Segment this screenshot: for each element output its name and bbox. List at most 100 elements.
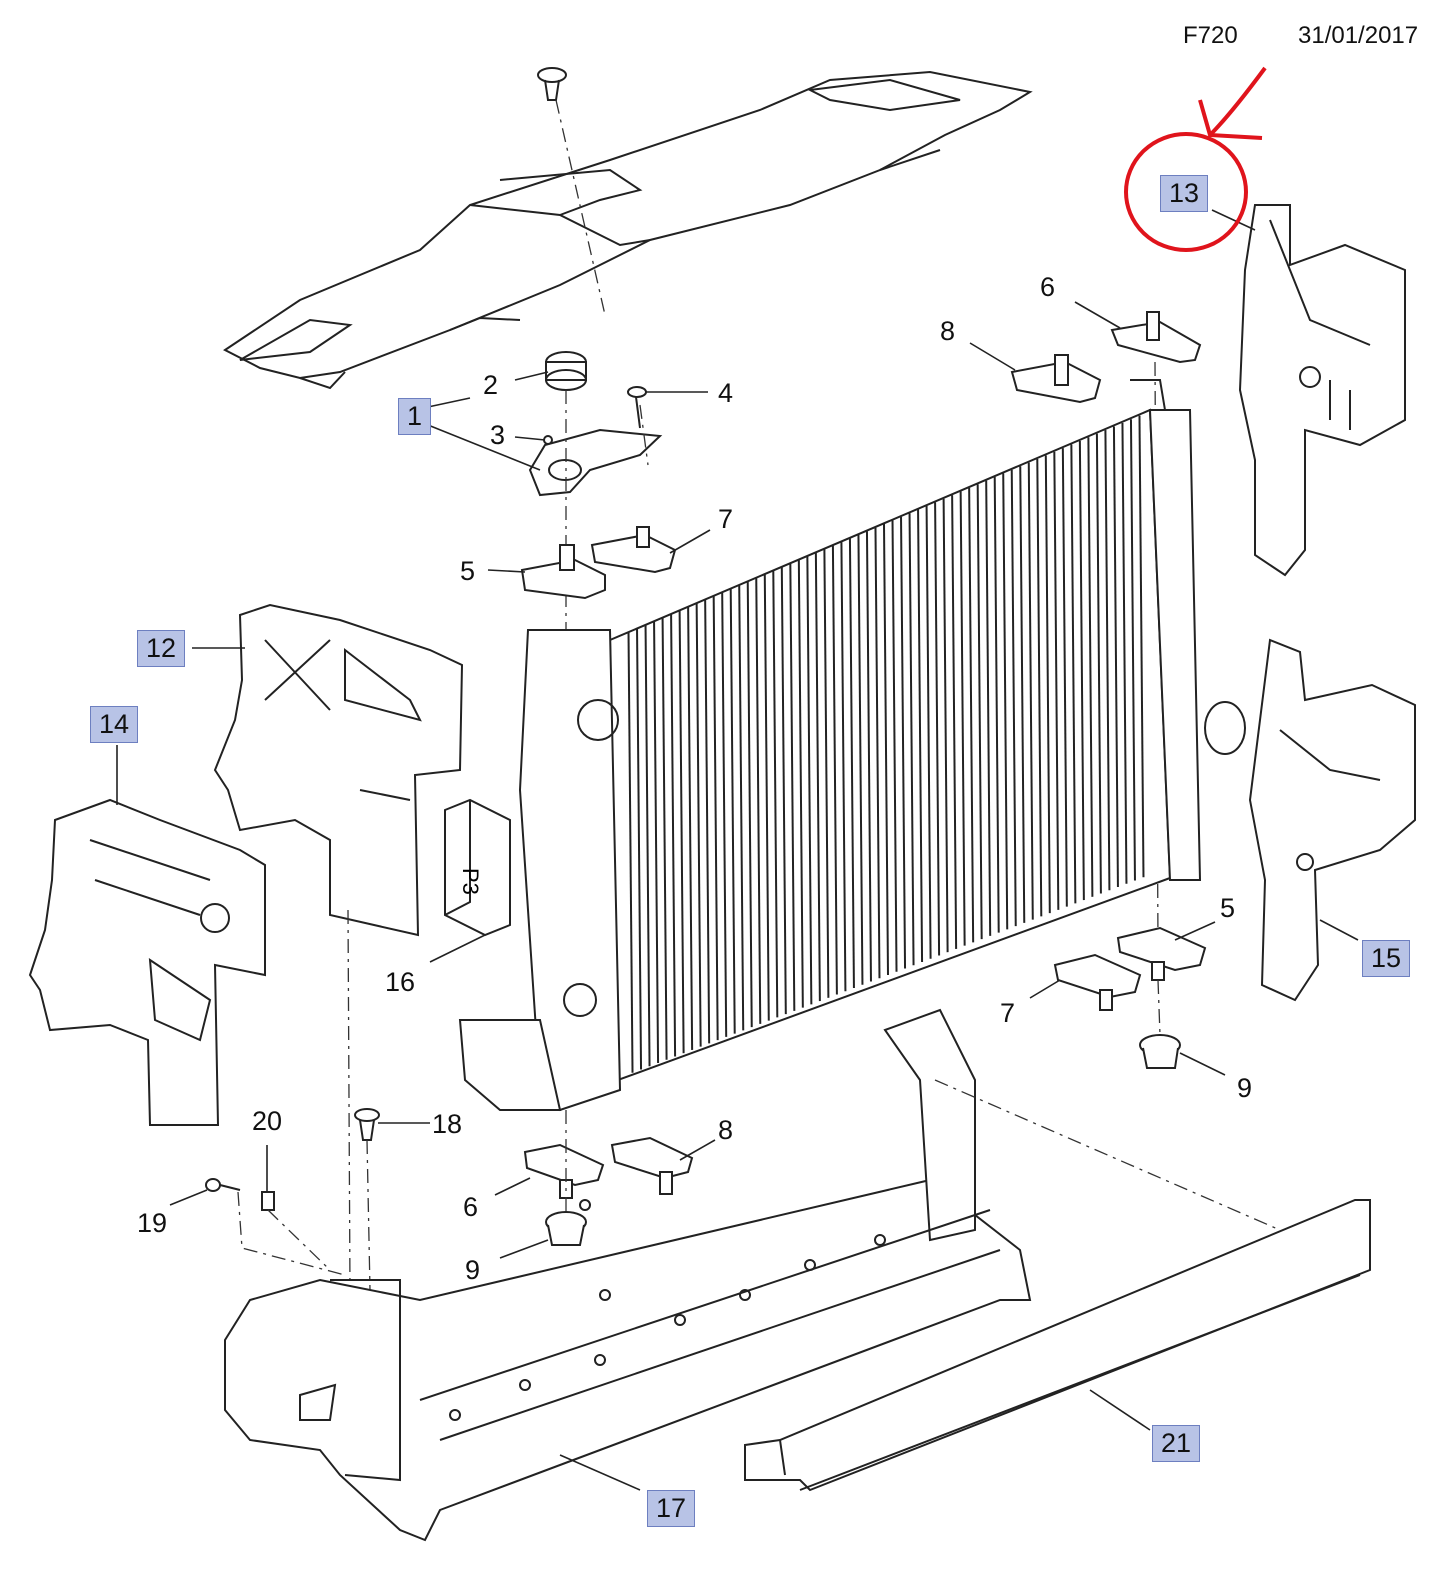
radiator-fin — [857, 534, 864, 985]
radiator-fin — [951, 495, 958, 949]
callout-7-upper: 7 — [718, 504, 734, 534]
lower-air-deflector-strip — [744, 1199, 1371, 1492]
radiator-fin — [1104, 430, 1111, 891]
bolt-4 — [627, 386, 647, 429]
radiator-fin — [780, 567, 787, 1015]
radiator-fin — [797, 560, 804, 1008]
diagram-code: F720 — [1183, 22, 1238, 49]
callout-1: 1 — [398, 398, 432, 435]
radiator-fin — [1044, 455, 1051, 914]
radiator-fin — [653, 621, 660, 1063]
radiator-insulator-6-upper — [1110, 311, 1202, 364]
radiator-fin — [959, 491, 966, 946]
radiator-fin — [806, 556, 813, 1005]
callout-20: 20 — [252, 1106, 283, 1136]
rubber-grommet-9-right — [1139, 1034, 1181, 1069]
radiator-fin — [883, 523, 889, 976]
radiator-fin — [738, 585, 745, 1031]
radiator-label-text: P3 — [458, 868, 483, 895]
radiator-fin — [1036, 458, 1043, 917]
radiator-fin — [925, 505, 932, 959]
radiator-fin — [814, 552, 821, 1002]
lower-radiator-support — [224, 1008, 1032, 1542]
air-deflector-left-lower — [28, 798, 266, 1126]
rubber-grommet-9-left — [545, 1211, 587, 1246]
radiator-fin — [687, 607, 694, 1050]
radiator-fin — [755, 578, 762, 1024]
radiator-fin — [678, 610, 685, 1054]
callout-leaders — [116, 209, 1359, 1491]
radiator-fin — [823, 549, 830, 998]
radiator-fin — [695, 603, 702, 1047]
callout-5-lower: 5 — [1220, 893, 1236, 923]
radiator-fin — [1002, 473, 1009, 930]
radiator-fin — [1087, 437, 1094, 897]
radiator-fin — [670, 614, 677, 1057]
radiator-fin — [985, 480, 992, 936]
radiator-insulator-7-upper — [590, 526, 677, 574]
callout-9-left: 9 — [465, 1255, 481, 1285]
radiator-fin — [848, 538, 855, 989]
callout-7-lower: 7 — [1000, 998, 1016, 1028]
radiator-fin — [627, 632, 634, 1073]
radiator-fin — [746, 581, 753, 1028]
radiator-fin — [1112, 426, 1119, 888]
radiator-fin — [874, 527, 881, 979]
radiator-bracket-upper — [528, 428, 663, 497]
radiator-insulator-8-upper — [1010, 354, 1102, 404]
radiator-fin — [789, 563, 796, 1011]
radiator-fin — [1095, 433, 1102, 894]
radiator-fin — [712, 596, 719, 1041]
air-deflector-right-lower — [1248, 638, 1416, 1002]
callout-18: 18 — [432, 1109, 463, 1139]
callout-12: 12 — [137, 630, 186, 667]
radiator-fin — [891, 520, 898, 972]
radiator-fin — [976, 484, 983, 940]
radiator-fin — [1019, 466, 1026, 923]
radiator-fin — [1129, 419, 1136, 881]
push-pin-18 — [354, 1108, 380, 1141]
screw-3 — [543, 435, 553, 445]
radiator-fin — [704, 599, 711, 1044]
radiator-insulator-7-lower — [1053, 953, 1142, 1011]
radiator-fin — [644, 625, 651, 1067]
callout-19: 19 — [137, 1208, 168, 1238]
radiator-fin — [1121, 422, 1128, 884]
radiator-fin — [661, 617, 668, 1060]
radiator-fin — [729, 589, 736, 1034]
radiator-fin — [900, 516, 907, 969]
callout-8-lower: 8 — [718, 1115, 734, 1145]
radiator-fin — [908, 513, 915, 966]
callout-15: 15 — [1362, 940, 1411, 977]
callout-6-upper: 6 — [1040, 272, 1056, 302]
air-deflector-left-upper — [213, 603, 464, 937]
radiator-insulator-5-upper — [520, 544, 606, 600]
clip-20 — [261, 1191, 275, 1211]
radiator-fin — [917, 509, 924, 962]
callout-4: 4 — [718, 378, 734, 408]
radiator-fin — [942, 498, 949, 953]
screw-19 — [205, 1178, 241, 1192]
radiator-insulator-5-lower — [1116, 926, 1207, 981]
radiator-fin — [1010, 469, 1017, 927]
radiator-fin — [1053, 451, 1060, 910]
radiator-fin — [1061, 448, 1068, 907]
rubber-grommet-upper — [545, 351, 587, 391]
callout-16: 16 — [385, 967, 416, 997]
callout-5-upper: 5 — [460, 556, 476, 586]
radiator-fin — [831, 545, 838, 995]
radiator-fin — [968, 487, 975, 943]
radiator-fin — [1070, 444, 1077, 904]
callout-9-right: 9 — [1237, 1073, 1253, 1103]
radiator-insulator-8-lower — [610, 1136, 694, 1195]
radiator-fin — [993, 477, 1000, 933]
radiator-fin — [1138, 415, 1145, 878]
red-annotation-mark — [1124, 66, 1267, 252]
radiator-fin — [840, 542, 847, 992]
radiator-fin — [1027, 462, 1034, 920]
radiator-label-block — [444, 798, 511, 937]
upper-air-deflector — [223, 70, 1033, 390]
radiator-assembly — [458, 379, 1246, 1112]
radiator-fin — [934, 502, 941, 956]
